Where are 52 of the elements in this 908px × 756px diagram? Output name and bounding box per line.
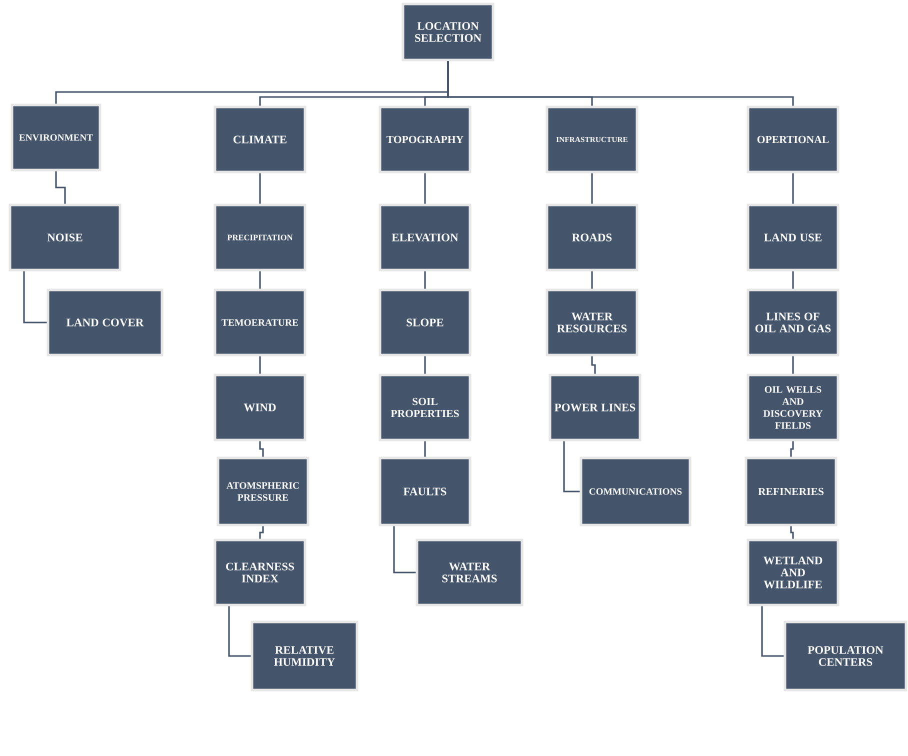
connector <box>424 271 426 289</box>
category-box: ENVIRONMENT <box>10 104 102 172</box>
category-box: RELATIVE HUMIDITY <box>250 620 358 692</box>
category-box: FAULTS <box>378 456 472 526</box>
category-box: POPULATION CENTERS <box>784 620 908 692</box>
connector <box>55 171 66 204</box>
connector <box>424 173 426 204</box>
category-box: NOISE <box>8 204 122 272</box>
category-box: TEMOERATURE <box>214 288 306 356</box>
category-box: LOCATION SELECTION <box>402 2 494 62</box>
category-box: WETLAND AND WILDLIFE <box>746 538 840 606</box>
connector <box>792 271 794 289</box>
connector <box>259 356 261 374</box>
connector <box>447 61 794 106</box>
connector <box>591 271 593 289</box>
connector <box>591 356 596 374</box>
category-box: PRECIPITATION <box>214 204 306 272</box>
category-box: OPERTIONAL <box>746 106 840 174</box>
category-box: WATER RESOURCES <box>546 288 638 356</box>
category-box: TOPOGRAPHY <box>378 106 472 174</box>
connector <box>259 173 261 204</box>
category-box: POWER LINES <box>548 374 642 442</box>
connector <box>790 441 794 457</box>
category-box: ROADS <box>546 204 638 272</box>
connector <box>761 606 784 657</box>
category-box: COMMUNICATIONS <box>580 456 692 526</box>
category-box: ATOMSPHERIC PRESSURE <box>216 456 310 526</box>
category-box: LAND USE <box>746 204 840 272</box>
category-box: REFINERIES <box>744 456 838 526</box>
connector <box>591 173 593 204</box>
category-box: WIND <box>214 374 306 442</box>
category-box: CLIMATE <box>214 106 306 174</box>
connector <box>563 441 580 492</box>
connector <box>23 271 47 324</box>
category-box: CLEARNESS INDEX <box>214 538 306 606</box>
category-box: OIL WELLS AND DISCOVERY FIELDS <box>746 374 840 442</box>
connector <box>424 441 426 457</box>
connector <box>424 356 426 374</box>
connector <box>259 526 264 539</box>
category-box: SOIL PROPERTIES <box>378 374 472 442</box>
connector <box>792 173 794 204</box>
connector <box>393 526 416 574</box>
category-box: WATER STREAMS <box>416 538 524 606</box>
connector <box>792 356 794 374</box>
category-box: ELEVATION <box>378 204 472 272</box>
connector <box>790 526 794 539</box>
category-box: SLOPE <box>378 288 472 356</box>
connector <box>228 606 251 657</box>
connector <box>259 271 261 289</box>
category-box: LAND COVER <box>46 288 164 356</box>
connector <box>259 441 264 457</box>
category-box: LINES OF OIL AND GAS <box>746 288 840 356</box>
